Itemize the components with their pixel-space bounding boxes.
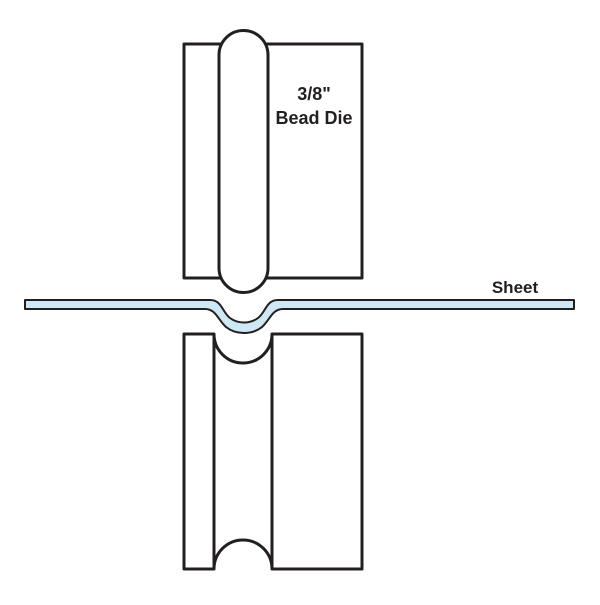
sheet-label: Sheet [492, 278, 539, 297]
die-type-label: Bead Die [275, 108, 352, 128]
die-size-label: 3/8" [297, 84, 331, 104]
upper-die-body [182, 42, 364, 280]
upper-die-bead [217, 29, 270, 294]
sheet-metal [24, 299, 575, 334]
